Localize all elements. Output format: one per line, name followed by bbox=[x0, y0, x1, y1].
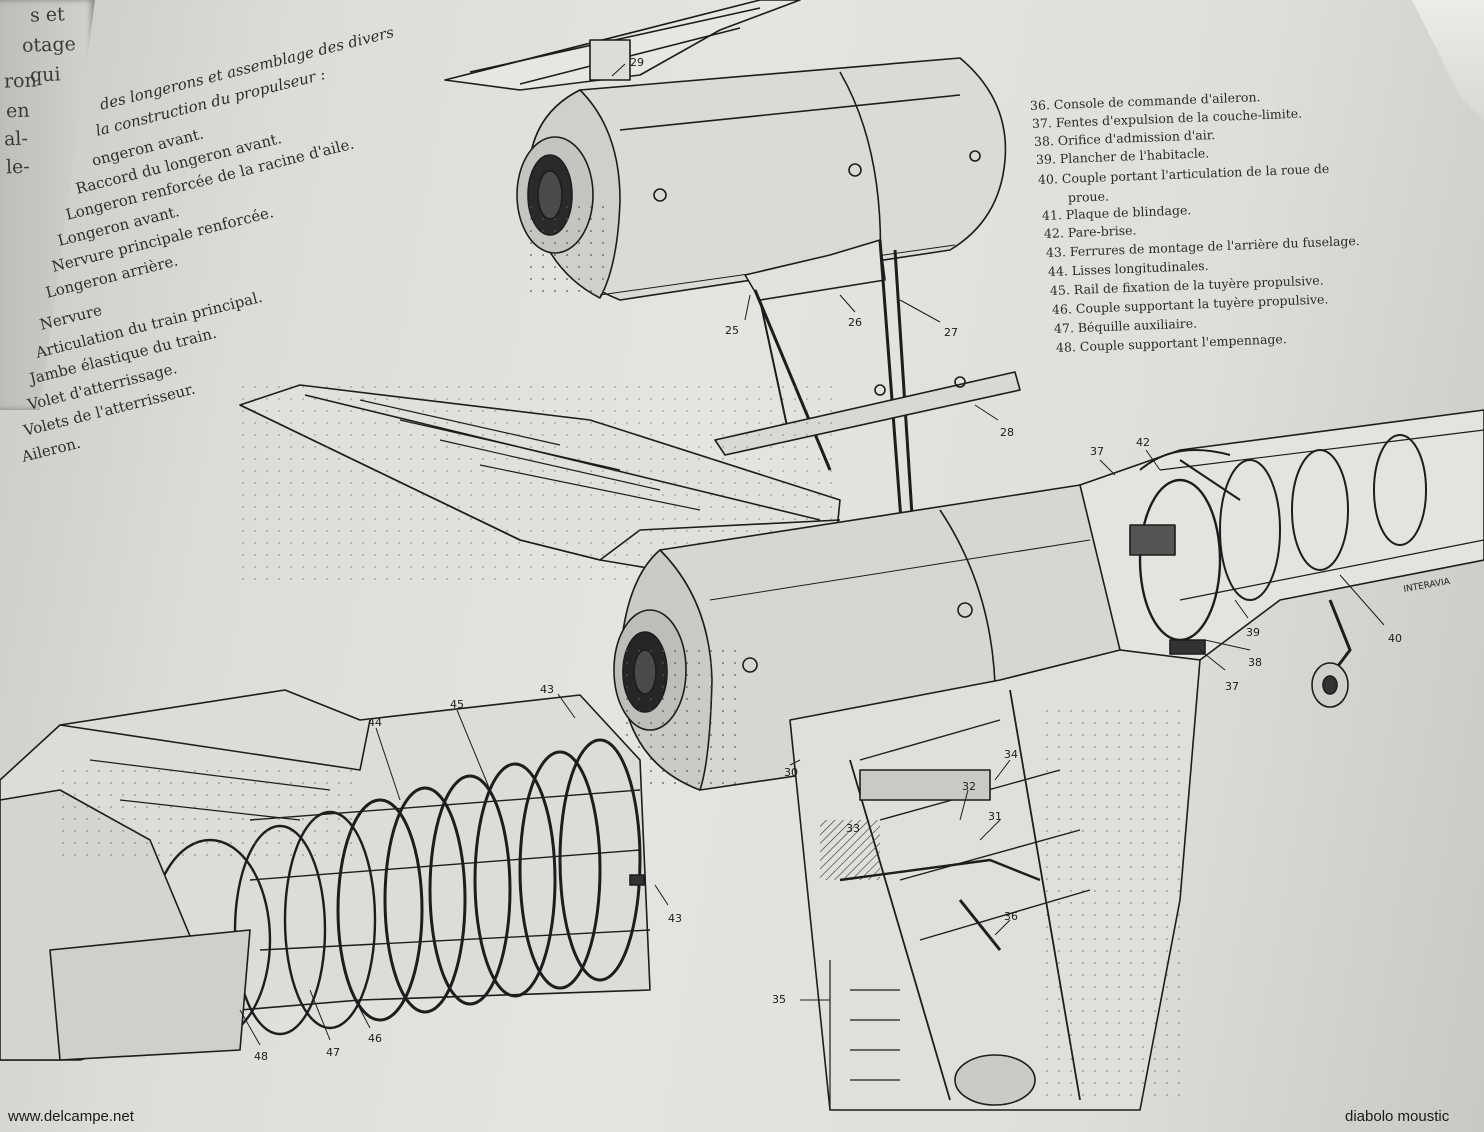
callout-42: 42 bbox=[1136, 436, 1150, 449]
callout-32: 32 bbox=[962, 780, 976, 793]
callout-44: 44 bbox=[368, 716, 382, 729]
upper-wing-fragment bbox=[444, 0, 801, 91]
callout-28: 28 bbox=[1000, 426, 1014, 439]
callout-37-bottom: 37 bbox=[1225, 680, 1239, 693]
callout-40: 40 bbox=[1388, 632, 1402, 645]
callout-30: 30 bbox=[784, 766, 798, 779]
callout-26: 26 bbox=[848, 316, 862, 329]
callout-43-top: 43 bbox=[540, 683, 554, 696]
callout-29: 29 bbox=[630, 56, 644, 69]
callout-34: 34 bbox=[1004, 748, 1018, 761]
callout-36: 36 bbox=[1004, 910, 1018, 923]
callout-33: 33 bbox=[846, 822, 860, 835]
callout-48: 48 bbox=[254, 1050, 268, 1063]
callout-37-top: 37 bbox=[1090, 445, 1104, 458]
callout-47: 47 bbox=[326, 1046, 340, 1059]
callout-labels: 29 25 26 27 28 37 42 39 40 38 37 43 44 4… bbox=[254, 56, 1452, 1063]
watermark-right: diabolo moustic bbox=[1345, 1108, 1450, 1125]
rear-fuselage-rings bbox=[0, 689, 651, 1061]
watermark-left: www.delcampe.net bbox=[8, 1108, 134, 1125]
callout-38: 38 bbox=[1248, 656, 1262, 669]
callout-31: 31 bbox=[988, 810, 1002, 823]
callout-43-bottom: 43 bbox=[668, 912, 682, 925]
callout-27: 27 bbox=[944, 326, 958, 339]
drawing-credit: INTERAVIA bbox=[1403, 577, 1452, 595]
callout-leader-lines bbox=[239, 63, 1385, 1046]
callout-25: 25 bbox=[725, 324, 739, 337]
main-wing-right-structure bbox=[789, 649, 1201, 1111]
callout-35: 35 bbox=[772, 993, 786, 1006]
forward-fuselage-frame bbox=[1079, 409, 1484, 708]
upper-engine-nacelle bbox=[516, 57, 1007, 301]
callout-45: 45 bbox=[450, 698, 464, 711]
callout-46: 46 bbox=[368, 1032, 382, 1045]
callout-39: 39 bbox=[1246, 626, 1260, 639]
